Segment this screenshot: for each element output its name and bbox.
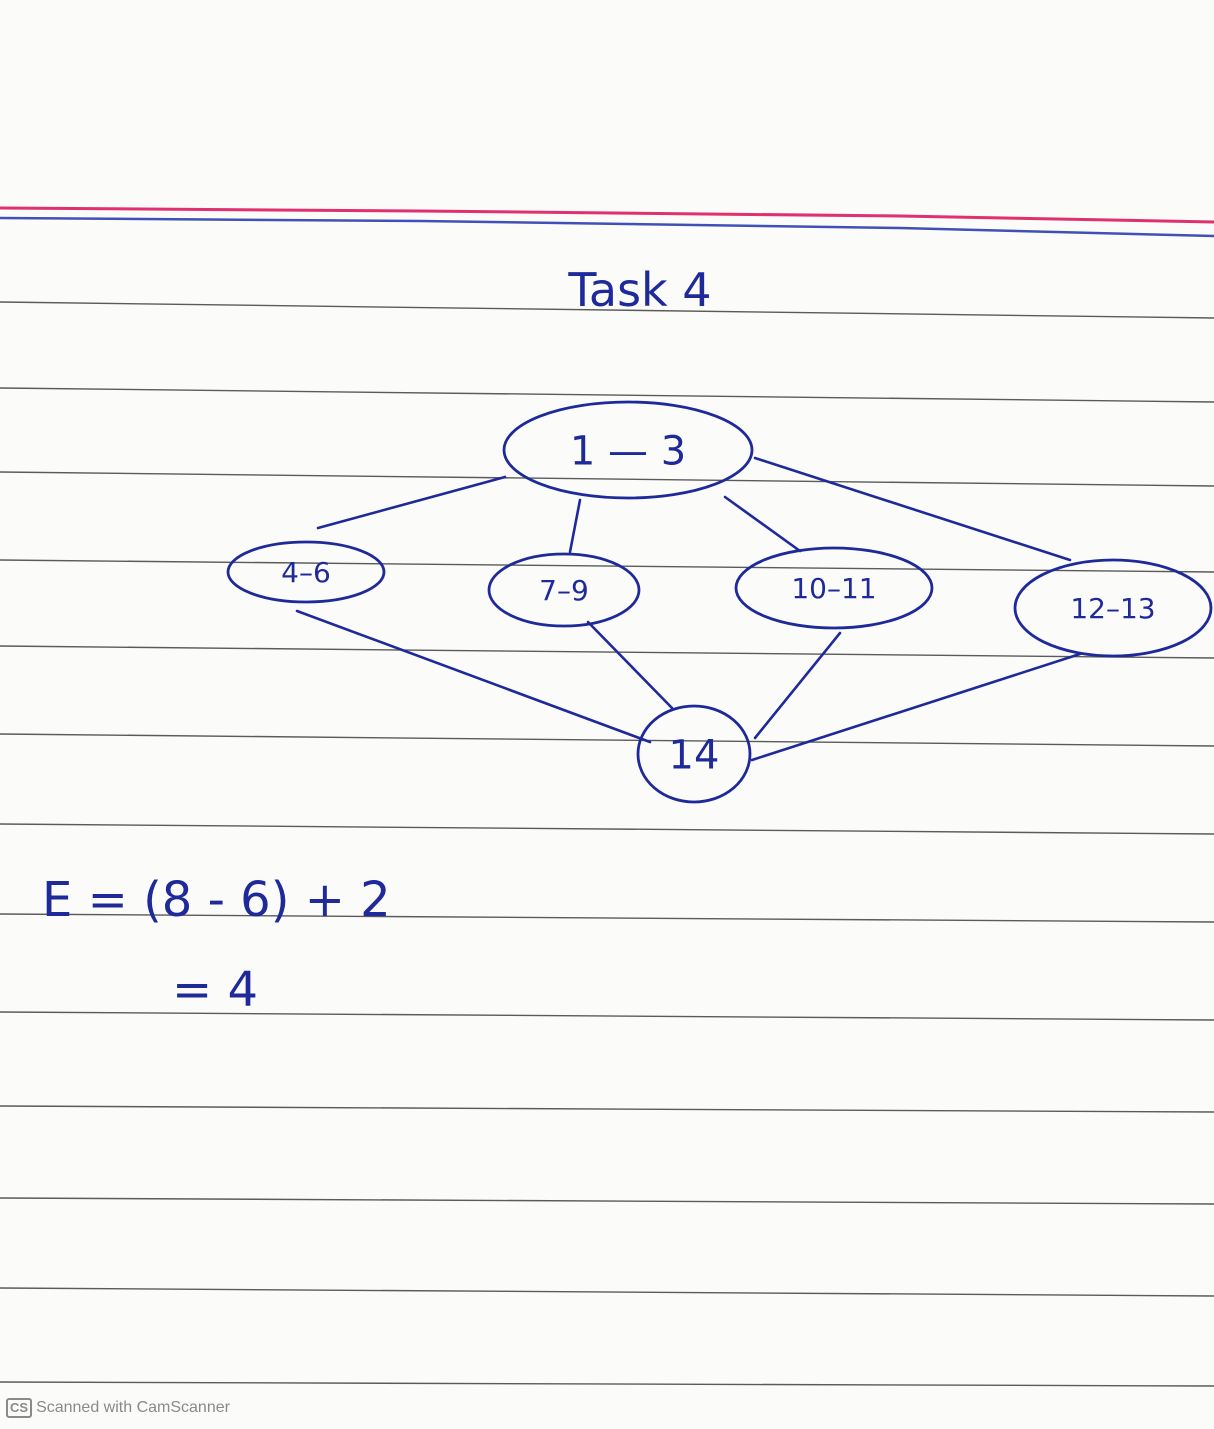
margin-line-red [0, 206, 1214, 224]
margin-line-blue [0, 216, 1214, 238]
camscanner-watermark: CS Scanned with CamScanner [6, 1396, 230, 1420]
ruled-line [0, 471, 1214, 487]
node-label: 4–6 [281, 556, 331, 589]
node-ellipse [734, 546, 934, 630]
ruled-line [0, 1011, 1214, 1021]
graph-node-n3: 7–9 [487, 552, 641, 628]
graph-node-n2: 4–6 [226, 540, 386, 604]
node-label: 12–13 [1070, 592, 1155, 625]
graph-edge-n1-n4 [723, 495, 802, 553]
graph-edge-n3-n6 [586, 620, 674, 710]
ruled-line [0, 823, 1214, 835]
ruled-line [0, 913, 1214, 923]
watermark-text: Scanned with CamScanner [36, 1399, 230, 1416]
node-label: 14 [669, 732, 720, 778]
ruled-line [0, 559, 1214, 573]
ruled-line [0, 1381, 1214, 1387]
node-ellipse [1013, 558, 1213, 658]
graph-edge-n1-n5 [753, 456, 1072, 562]
ruled-lines [0, 301, 1214, 1387]
formula-line-1: E = (8 - 6) + 2 [42, 872, 391, 928]
ruled-line [0, 1287, 1214, 1297]
graph-edge-n5-n6 [750, 652, 1082, 762]
graph-edge-n4-n6 [753, 631, 842, 740]
ruled-line [0, 1105, 1214, 1113]
node-ellipse [487, 552, 641, 628]
node-ellipse [502, 400, 754, 500]
graph-edge-n1-n2 [316, 475, 507, 530]
flow-graph: 1 — 3 4–6 7–9 10–11 12–13 14 [226, 400, 1213, 804]
node-label: 7–9 [539, 574, 589, 607]
ruled-line [0, 301, 1214, 319]
page-title: Task 4 [567, 263, 711, 317]
ruled-line [0, 733, 1214, 747]
formula-line-2: = 4 [172, 962, 258, 1018]
graph-node-n1: 1 — 3 [502, 400, 754, 500]
graph-node-n5: 12–13 [1013, 558, 1213, 658]
graph-edge-n1-n3 [568, 498, 582, 554]
node-label: 1 — 3 [570, 428, 686, 474]
graph-edge-n2-n6 [295, 609, 652, 744]
graph-nodes: 1 — 3 4–6 7–9 10–11 12–13 14 [226, 400, 1213, 804]
graph-node-n6: 14 [636, 704, 752, 804]
graph-node-n4: 10–11 [734, 546, 934, 630]
ruled-line [0, 387, 1214, 403]
ruled-line [0, 645, 1214, 659]
graph-edges [295, 456, 1082, 762]
node-label: 10–11 [791, 572, 876, 605]
node-ellipse [636, 704, 752, 804]
node-ellipse [226, 540, 386, 604]
ruled-line [0, 1197, 1214, 1205]
camscanner-logo: CS [6, 1398, 33, 1418]
